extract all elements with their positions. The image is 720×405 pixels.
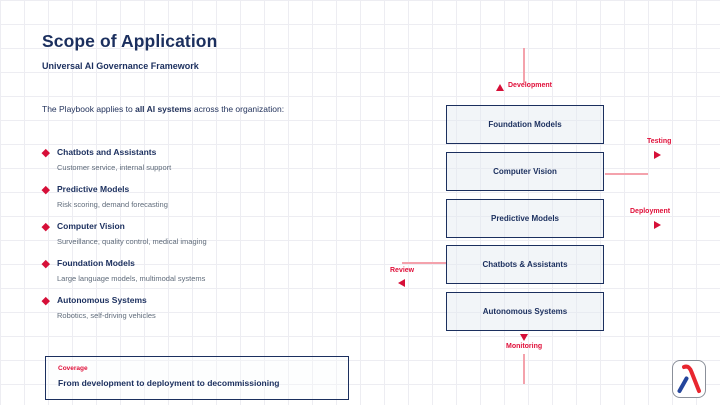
page-subtitle: Universal AI Governance Framework — [42, 61, 199, 71]
arrow-up-icon — [496, 84, 504, 91]
intro-text: The Playbook applies to all AI systems a… — [42, 104, 284, 114]
intro-suffix: across the organization: — [191, 104, 285, 114]
diamond-bullet-icon — [41, 296, 50, 305]
system-title: Computer Vision — [57, 221, 125, 231]
coverage-callout: Coverage From development to deployment … — [45, 356, 349, 400]
diagram-box-predictive-models: Predictive Models — [446, 199, 604, 238]
diagram-box-autonomous-systems: Autonomous Systems — [446, 292, 604, 331]
arrow-right-icon — [654, 221, 661, 229]
page-title: Scope of Application — [42, 31, 218, 51]
lifecycle-label-monitoring: Monitoring — [506, 343, 543, 350]
diagram-box-label: Autonomous Systems — [482, 307, 568, 316]
list-item: Autonomous Systems Robotics, self-drivin… — [41, 295, 352, 332]
system-title: Autonomous Systems — [57, 295, 147, 305]
diagram-box-label: Chatbots & Assistants — [482, 260, 568, 269]
arrow-right-icon — [654, 151, 661, 159]
diamond-bullet-icon — [41, 222, 50, 231]
diagram-box-label: Foundation Models — [488, 120, 562, 129]
list-item: Chatbots and Assistants Customer service… — [41, 147, 352, 184]
system-description: Risk scoring, demand forecasting — [57, 200, 168, 209]
list-item: Computer Vision Surveillance, quality co… — [41, 221, 352, 258]
lifecycle-label-review: Review — [390, 267, 415, 274]
diagram-box-label: Predictive Models — [490, 214, 560, 223]
lambda-icon — [677, 364, 701, 393]
diagram-box-label: Computer Vision — [493, 167, 557, 176]
system-title: Predictive Models — [57, 184, 130, 194]
list-item: Foundation Models Large language models,… — [41, 258, 352, 295]
testing-connector-line — [605, 173, 648, 175]
diamond-bullet-icon — [41, 148, 50, 157]
diamond-bullet-icon — [41, 259, 50, 268]
coverage-label: Coverage — [58, 365, 88, 372]
brand-logo — [672, 360, 706, 398]
arrow-down-icon — [520, 334, 528, 341]
system-description: Customer service, internal support — [57, 163, 172, 172]
lifecycle-label-development: Development — [508, 82, 552, 89]
system-title: Chatbots and Assistants — [57, 147, 157, 157]
system-description: Robotics, self-driving vehicles — [57, 311, 156, 320]
diagram-box-computer-vision: Computer Vision — [446, 152, 604, 191]
diagram-box-chatbots-assistants: Chatbots & Assistants — [446, 245, 604, 284]
monitoring-connector-line — [523, 354, 525, 384]
intro-prefix: The Playbook applies to — [42, 104, 136, 114]
lifecycle-label-deployment: Deployment — [630, 208, 671, 215]
arrow-left-icon — [398, 279, 405, 287]
ai-systems-list: Chatbots and Assistants Customer service… — [41, 147, 352, 332]
diagram-box-foundation-models: Foundation Models — [446, 105, 604, 144]
coverage-text: From development to deployment to decomm… — [58, 378, 280, 388]
review-connector-line — [402, 262, 446, 264]
lifecycle-label-testing: Testing — [647, 138, 672, 145]
system-description: Surveillance, quality control, medical i… — [57, 237, 207, 246]
intro-bold: all AI systems — [135, 104, 192, 114]
diamond-bullet-icon — [41, 185, 50, 194]
development-connector-line — [523, 48, 525, 83]
system-title: Foundation Models — [57, 258, 135, 268]
list-item: Predictive Models Risk scoring, demand f… — [41, 184, 352, 221]
system-description: Large language models, multimodal system… — [57, 274, 206, 283]
